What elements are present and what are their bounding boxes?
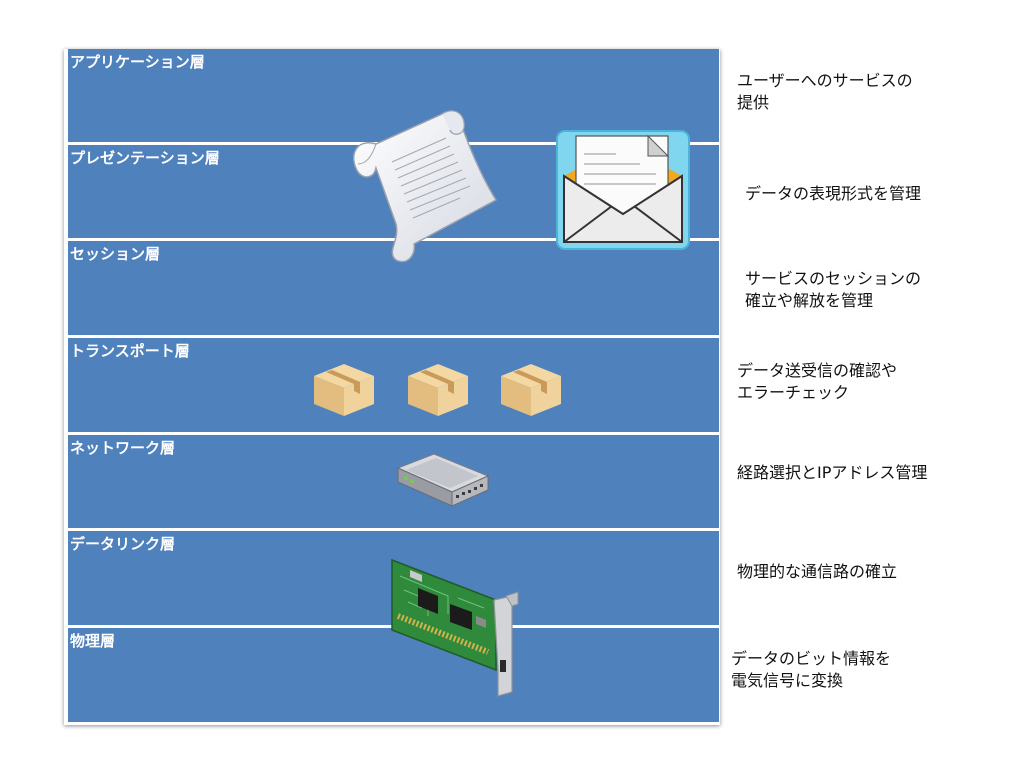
desc-physical: データのビット情報を 電気信号に変換 <box>731 648 891 692</box>
scroll-icon <box>353 110 498 263</box>
envelope-icon <box>556 130 690 250</box>
desc-line: データ送受信の確認や <box>737 361 898 380</box>
layer-physical-name: 物理層 <box>70 632 116 650</box>
layer-physical: 物理層 <box>68 628 719 722</box>
desc-datalink: 物理的な通信路の確立 <box>737 561 897 583</box>
desc-line: ユーザーへのサービスの <box>737 71 913 90</box>
desc-line: 確立や解放を管理 <box>745 291 874 310</box>
desc-presentation: データの表現形式を管理 <box>745 183 921 205</box>
layer-transport-name: トランスポート層 <box>70 342 190 360</box>
layer-presentation-name: プレゼンテーション層 <box>70 149 220 167</box>
desc-transport: データ送受信の確認や エラーチェック <box>737 360 897 404</box>
desc-line: 物理的な通信路の確立 <box>737 562 898 581</box>
desc-line: データの表現形式を管理 <box>745 184 922 203</box>
layer-session-name: セッション層 <box>70 245 161 263</box>
router-icon <box>396 453 490 507</box>
layer-application-name: アプリケーション層 <box>70 53 205 71</box>
layer-datalink-name: データリンク層 <box>70 535 176 553</box>
layer-transport: トランスポート層 <box>68 338 719 432</box>
desc-application: ユーザーへのサービスの 提供 <box>737 70 913 114</box>
desc-network: 経路選択とIPアドレス管理 <box>737 462 927 484</box>
desc-session: サービスのセッションの 確立や解放を管理 <box>745 268 921 312</box>
desc-line: 経路選択とIPアドレス管理 <box>737 463 928 482</box>
desc-line: 電気信号に変換 <box>731 671 844 690</box>
box-icon <box>314 364 374 416</box>
box-icon <box>408 364 468 416</box>
layer-network-name: ネットワーク層 <box>70 439 176 457</box>
desc-line: 提供 <box>737 93 770 112</box>
box-icon <box>501 364 561 416</box>
layer-application: アプリケーション層 <box>68 49 719 142</box>
network-card-icon <box>391 558 519 697</box>
layer-network: ネットワーク層 <box>68 435 719 528</box>
desc-line: エラーチェック <box>737 383 850 402</box>
desc-line: データのビット情報を <box>731 649 892 668</box>
desc-line: サービスのセッションの <box>745 269 922 288</box>
